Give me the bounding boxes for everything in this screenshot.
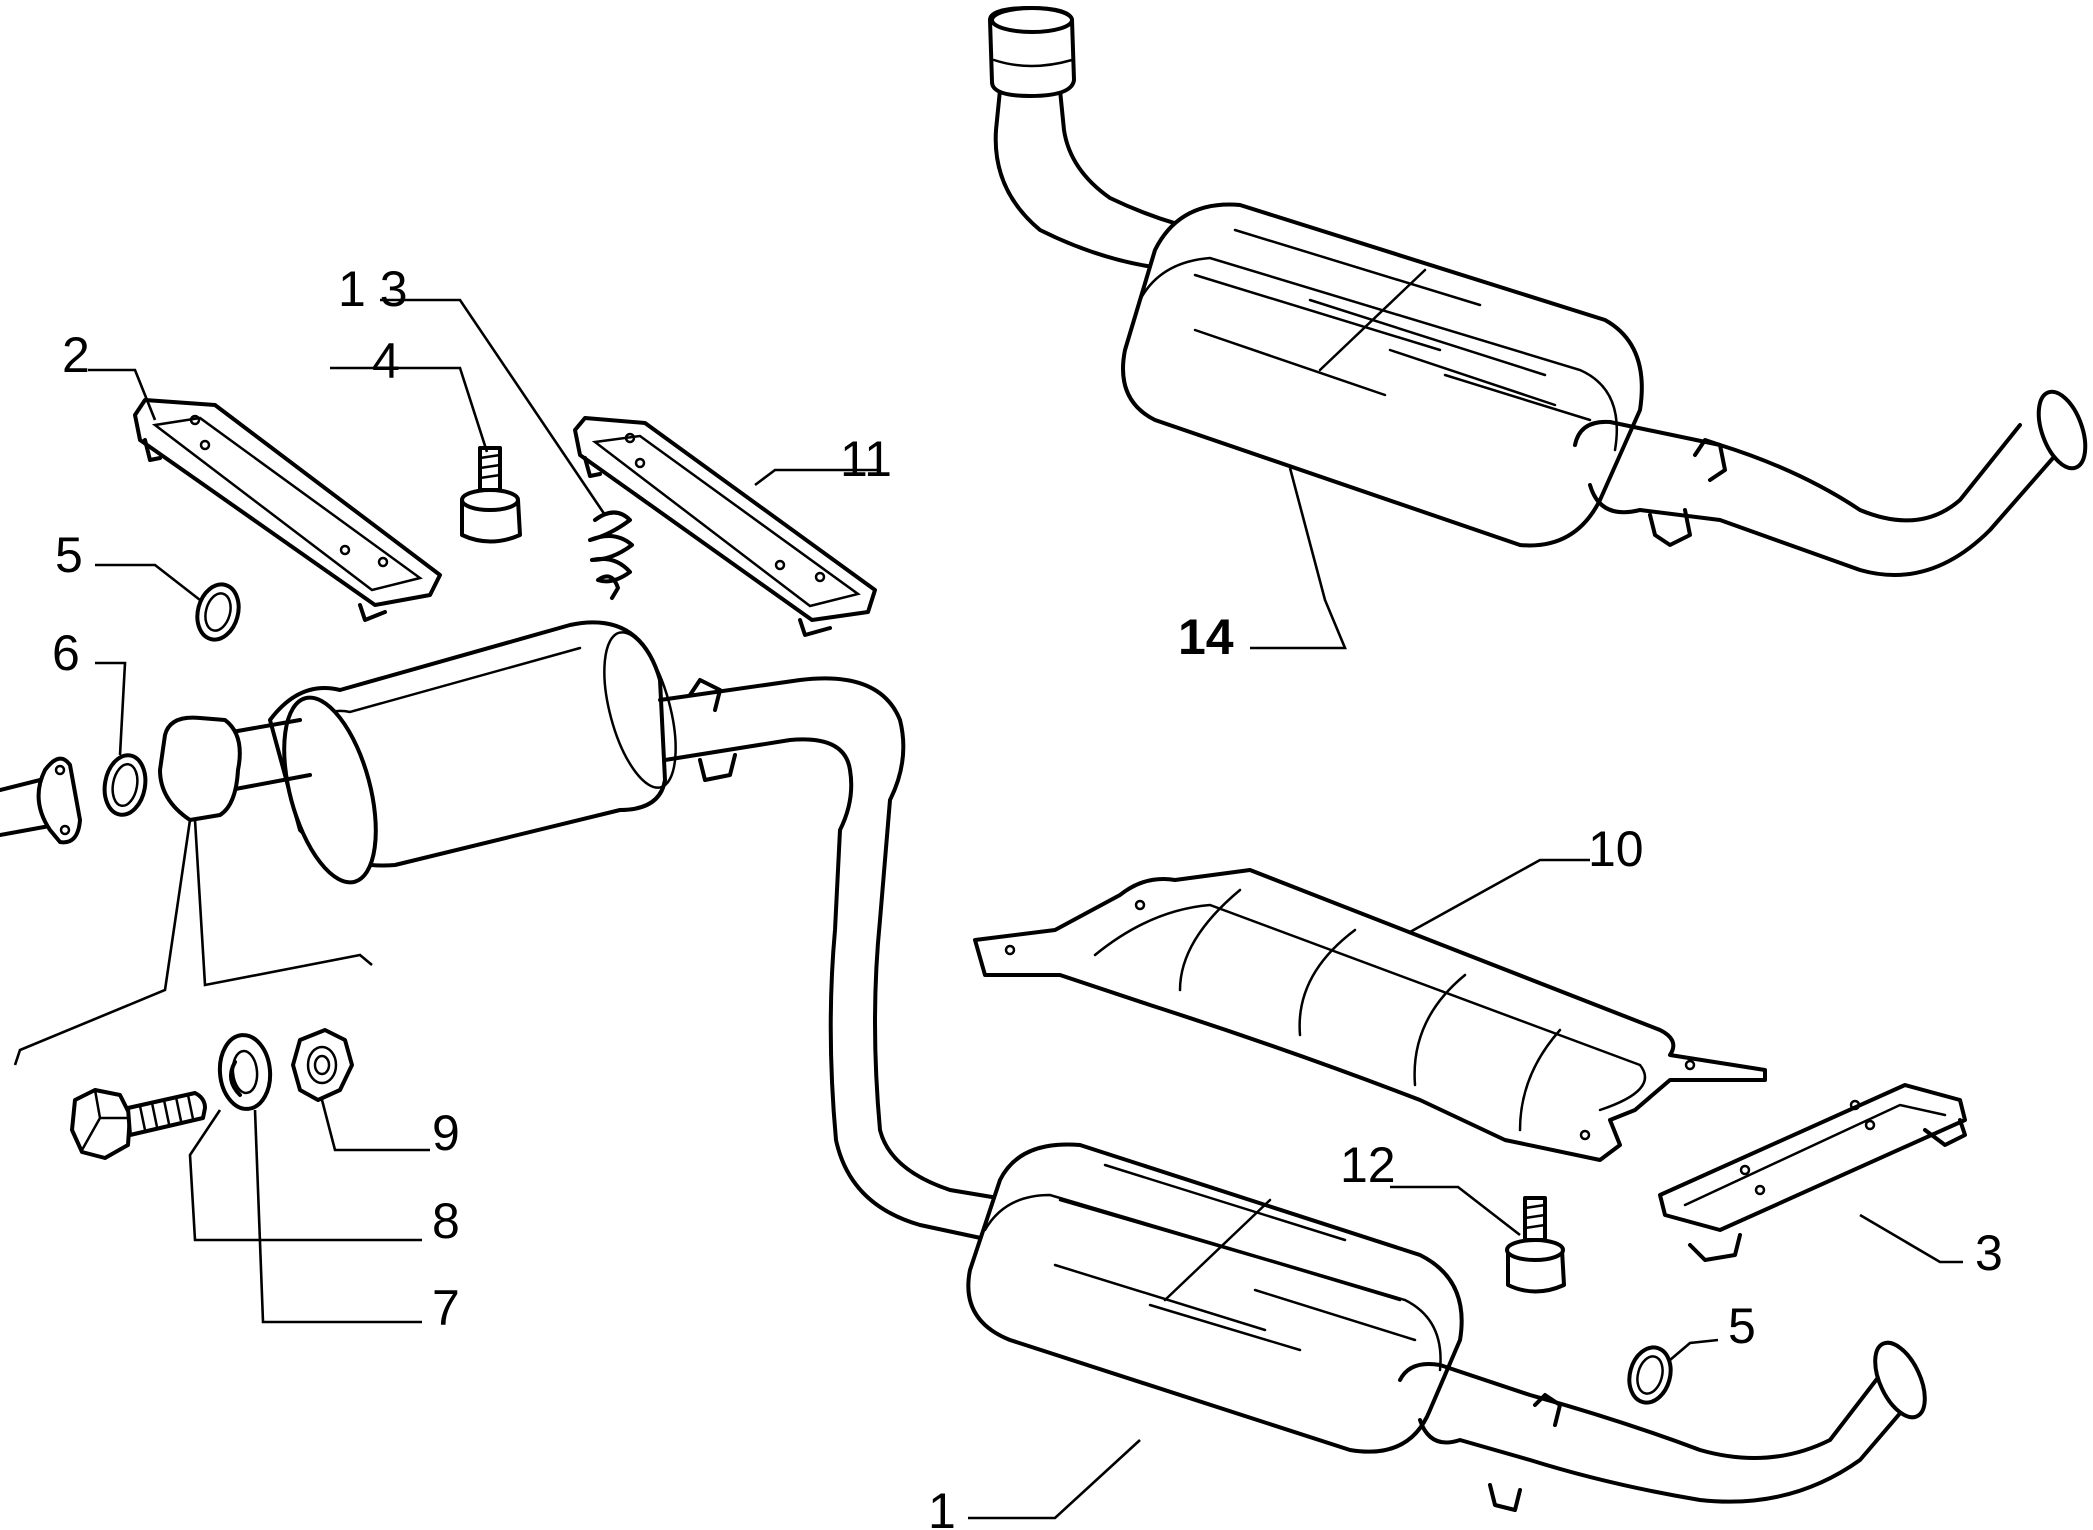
part-7-bolt xyxy=(70,1088,207,1160)
callout-13: 1 3 xyxy=(338,261,408,317)
part-12-stud xyxy=(1505,1196,1566,1294)
part-6-seal-ring xyxy=(102,753,148,817)
callout-12: 12 xyxy=(1340,1137,1396,1193)
callout-6: 6 xyxy=(52,625,80,681)
callout-9: 9 xyxy=(432,1105,460,1161)
part-10-heat-shield xyxy=(973,868,1767,1162)
callout-5-upper: 5 xyxy=(55,527,83,583)
callout-labels: 2 4 1 3 11 5 6 9 8 7 10 12 3 5 14 1 xyxy=(52,261,2003,1530)
part-1-center-muffler-assembly xyxy=(158,620,1927,1512)
callout-10: 10 xyxy=(1588,821,1644,877)
callout-1: 1 xyxy=(928,1483,956,1530)
callout-5-lower: 5 xyxy=(1728,1298,1756,1354)
part-9-nut xyxy=(291,1028,354,1102)
part-13-spring xyxy=(588,510,634,600)
callout-8: 8 xyxy=(432,1193,460,1249)
callout-14: 14 xyxy=(1178,609,1234,665)
part-4-stud xyxy=(460,446,522,544)
callout-4: 4 xyxy=(372,333,400,389)
part-2-hanger-bracket xyxy=(133,398,442,622)
part-5-gasket-ring-lower xyxy=(1627,1345,1673,1405)
part-14-rear-muffler xyxy=(988,6,2088,577)
part-5-gasket-ring-upper xyxy=(195,582,241,642)
callout-11: 11 xyxy=(840,431,892,487)
part-8-washer xyxy=(217,1033,273,1111)
part-3-hanger-bracket xyxy=(1658,1083,1967,1262)
part-11-hanger-bracket xyxy=(573,416,877,637)
leader-lines xyxy=(88,298,1963,1520)
explode-guide-lines xyxy=(13,819,373,1066)
callout-3: 3 xyxy=(1975,1225,2003,1281)
upstream-pipe-flange xyxy=(0,756,82,845)
callout-7: 7 xyxy=(432,1280,460,1336)
callout-2: 2 xyxy=(62,327,90,383)
